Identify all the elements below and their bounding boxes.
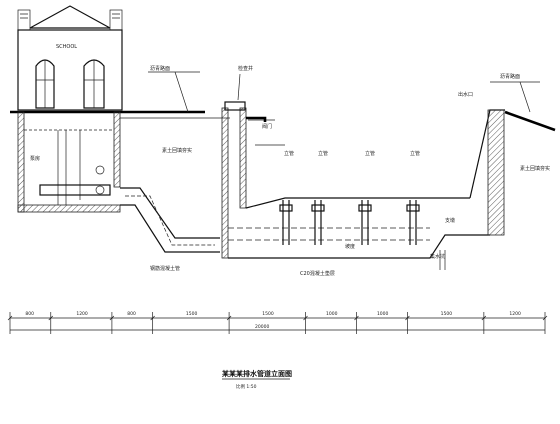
right-structure: 素土回填夯实 沥青路面 出水口 集水坑 支墩: [430, 73, 556, 270]
dimension-value: 1500: [262, 311, 274, 317]
riser-3: 立管: [358, 150, 375, 245]
riser-3-label: 立管: [365, 150, 375, 157]
dimension-tick: [109, 312, 115, 334]
window-left: [35, 59, 55, 109]
dimension-tick: [303, 312, 308, 334]
support-label: 支墩: [445, 217, 455, 224]
dimension-tick: [542, 312, 548, 334]
outlet-label: 出水口: [458, 91, 473, 98]
riser-2: 立管: [311, 150, 328, 245]
manhole: 检查井 阀门: [221, 65, 285, 259]
title-block: 某某某排水管道立面图 比例 1:50: [221, 369, 292, 390]
inclined-channel: 钢筋混凝土管: [120, 187, 220, 272]
c20-label: C20混凝土垫层: [300, 270, 335, 277]
dimension-tick: [481, 312, 487, 334]
right-fill-label: 素土回填夯实: [520, 165, 550, 172]
drawing-title: 某某某排水管道立面图: [221, 369, 292, 378]
balustrade: [17, 9, 123, 31]
road-right-label: 沥青路面: [500, 73, 520, 80]
window-right: [83, 59, 105, 109]
drawing-scale: 比例 1:50: [236, 383, 257, 390]
dimension-value: 1500: [186, 311, 198, 317]
building: SCHOOL: [10, 5, 205, 114]
building-label: SCHOOL: [56, 44, 77, 50]
dimension-tick: [150, 312, 155, 334]
pipe-bottom-label: 钢筋混凝土管: [150, 265, 180, 272]
left-room-label: 泵房: [30, 155, 40, 162]
sump-label: 集水坑: [430, 253, 445, 260]
riser-4: 立管: [406, 150, 420, 245]
riser-1: 立管: [279, 150, 294, 245]
pump-room: 泵房: [17, 111, 121, 213]
riser-4-label: 立管: [410, 150, 420, 157]
dimension-value: 800: [25, 311, 34, 317]
dimension-total: 20000: [255, 324, 269, 330]
main-pipe: C20混凝土垫层 坡度: [228, 116, 490, 277]
valve-label: 阀门: [262, 123, 272, 130]
dimension-value: 1200: [509, 311, 521, 317]
dimension-lines: 800 1200 800 1500 1500 1000 1000 1500 1200 20000: [7, 311, 548, 334]
dimension-tick: [354, 312, 359, 334]
dimension-value: 1500: [441, 311, 453, 317]
dimension-value: 1000: [326, 311, 338, 317]
top-mid-label: 检查井: [238, 65, 253, 72]
riser-1-label: 立管: [284, 150, 294, 157]
dimension-tick: [7, 312, 13, 334]
slope-label: 坡度: [345, 243, 355, 250]
dimension-tick: [48, 312, 54, 334]
mid-fill-label: 素土回填夯实: [162, 147, 192, 154]
dimension-value: 800: [127, 311, 136, 317]
dimension-tick: [226, 312, 232, 334]
dimension-value: 1000: [377, 311, 389, 317]
dimension-value: 1200: [76, 311, 88, 317]
dimension-row-1: 800 1200 800 1500 1500 1000 1000 1500 1200: [25, 311, 521, 317]
ground-left: 沥青路面 素土回填夯实: [120, 65, 230, 154]
dimension-ticks: [7, 312, 548, 334]
road-left-label: 沥青路面: [150, 65, 170, 72]
riser-2-label: 立管: [318, 150, 328, 157]
dimension-tick: [405, 312, 410, 334]
risers: 立管 立管 立管 立管: [279, 150, 420, 245]
